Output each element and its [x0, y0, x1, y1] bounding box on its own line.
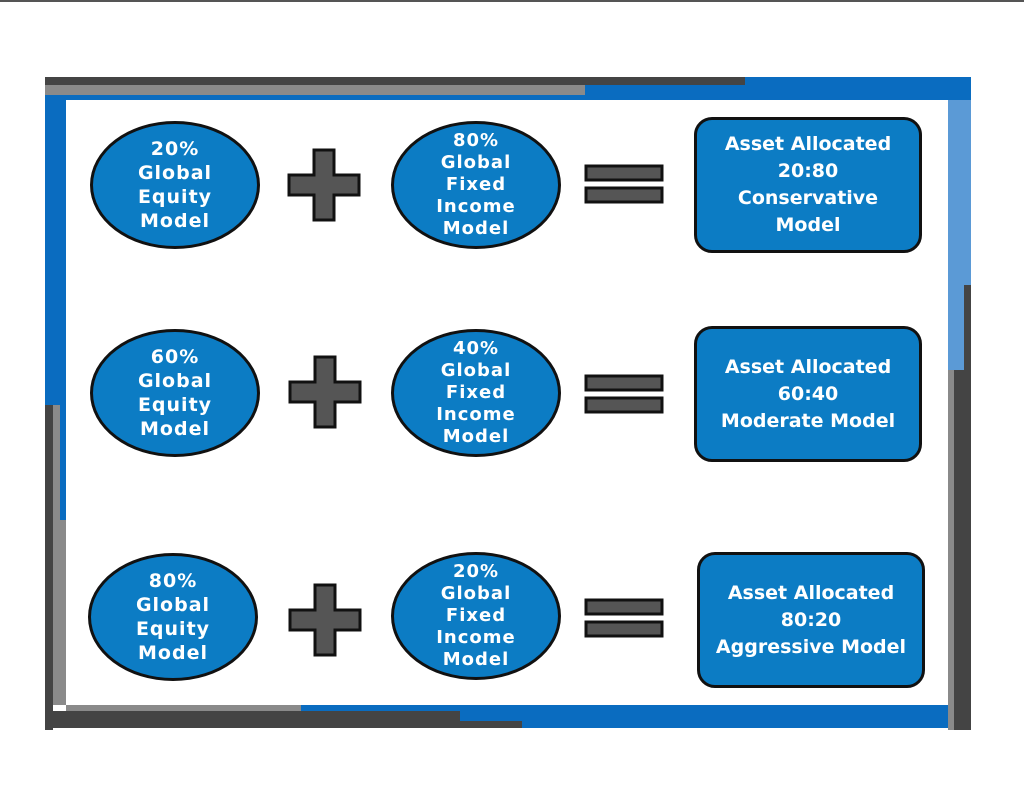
result-text: Model [775, 214, 841, 236]
result-text: 60:40 [777, 382, 839, 405]
result-text: Asset Allocated [727, 581, 895, 604]
plus-icon [288, 355, 362, 429]
fixed-income-model-node: 40% Global Fixed Income Model [391, 329, 561, 457]
frame-bar [45, 721, 522, 728]
plus-icon [287, 148, 361, 222]
node-text: 40% [452, 338, 500, 359]
node-text: Fixed [445, 605, 507, 626]
node-text: Global [137, 162, 213, 184]
frame-bar [460, 711, 948, 728]
frame-bar [948, 370, 954, 730]
node-text: 80% [148, 570, 198, 592]
result-text: 20:80 [777, 160, 839, 182]
result-text: Asset Allocated [724, 355, 892, 378]
node-text: Model [442, 649, 510, 670]
node-text: 80% [452, 130, 500, 151]
allocation-result-box: Asset Allocated 80:20 Aggressive Model [697, 552, 925, 688]
result-text: Asset Allocated [724, 133, 892, 155]
node-text: Global [137, 370, 213, 392]
fixed-income-model-node: 80% Global Fixed Income Model [391, 121, 561, 249]
frame-bar [45, 405, 53, 730]
frame-bar [60, 405, 66, 520]
frame-bar [66, 705, 301, 711]
allocation-result-box: Asset Allocated 20:80 Conservative Model [694, 117, 922, 253]
equity-model-node: 60% Global Equity Model [90, 329, 260, 457]
fixed-income-model-node: 20% Global Fixed Income Model [391, 552, 561, 680]
node-text: Fixed [445, 382, 507, 403]
frame-bar [585, 85, 745, 100]
node-text: Equity [137, 394, 213, 416]
equals-icon [584, 374, 664, 414]
frame-bar [948, 100, 971, 285]
result-text: Aggressive Model [715, 635, 907, 658]
plus-icon [288, 583, 362, 657]
node-text: Model [140, 418, 210, 440]
equals-icon [584, 164, 664, 204]
equals-icon [584, 598, 664, 638]
node-text: 60% [150, 346, 200, 368]
frame-bar [45, 85, 585, 95]
node-text: Equity [137, 186, 213, 208]
frame-bar [301, 705, 948, 711]
node-text: Global [440, 152, 512, 173]
result-text: Conservative [737, 187, 879, 209]
node-text: Model [442, 426, 510, 447]
node-text: Income [436, 627, 516, 648]
node-text: Global [135, 594, 211, 616]
node-text: Income [436, 196, 516, 217]
frame-bar [964, 285, 971, 730]
node-text: Model [442, 218, 510, 239]
frame-bar [45, 95, 66, 405]
frame-bar [45, 95, 585, 100]
equity-model-node: 80% Global Equity Model [88, 553, 258, 681]
frame-bar [45, 711, 460, 721]
node-text: Global [440, 360, 512, 381]
frame-bar [948, 285, 964, 370]
frame-bar [45, 77, 745, 85]
frame-bar [745, 77, 971, 100]
node-text: Income [436, 404, 516, 425]
node-text: 20% [150, 138, 200, 160]
node-text: Fixed [445, 174, 507, 195]
frame-bar [954, 370, 964, 730]
node-text: 20% [452, 561, 500, 582]
node-text: Model [140, 210, 210, 232]
node-text: Global [440, 583, 512, 604]
result-text: Moderate Model [720, 409, 896, 432]
equity-model-node: 20% Global Equity Model [90, 121, 260, 249]
top-rule [0, 0, 1024, 2]
allocation-result-box: Asset Allocated 60:40 Moderate Model [694, 326, 922, 462]
node-text: Model [138, 642, 208, 664]
node-text: Equity [135, 618, 211, 640]
result-text: 80:20 [780, 608, 842, 631]
